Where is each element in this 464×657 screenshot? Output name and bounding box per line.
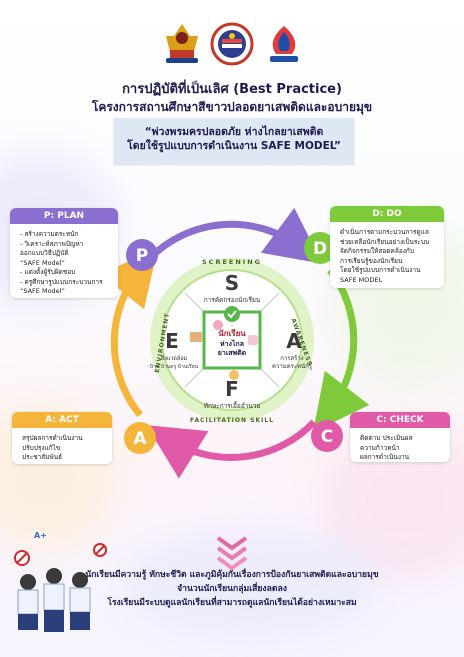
result-line-2: จำนวนนักเรียนกลุ่มเสี่ยงลดลง (177, 584, 287, 594)
check-title: C: CHECK (350, 412, 450, 428)
list-item: - สร้างความตระหนัก (20, 230, 79, 238)
safe-letter-e: E (165, 329, 179, 353)
student-skirt (18, 614, 38, 630)
student-head (20, 574, 36, 590)
list-item: SAFE MODEL (340, 275, 383, 284)
list-item: ผลการดำเนินงาน (360, 453, 410, 461)
cycle-letter-c: C (311, 420, 343, 452)
safe-label-e-1: สิ่งแวดล้อม (160, 354, 188, 362)
student-head (46, 568, 62, 584)
svg-text:P: P (136, 246, 148, 266)
list-item: - วิเคราะห์สภาพปัญหา (20, 239, 84, 248)
chevron-down-icon (216, 536, 248, 551)
plan-box: P: PLAN - สร้างความตระหนัก - วิเคราะห์สภ… (10, 208, 118, 298)
act-arc (100, 248, 158, 418)
do-box: D: DO ดำเนินการตามกระบวนการดูแล ช่วยเหลื… (330, 206, 444, 288)
house-icon (190, 332, 202, 342)
list-item: สรุปผลการดำเนินงาน (22, 434, 83, 442)
check-list: ติดตาม ประเมินผล ความก้าวหน้า ผลการดำเนิ… (360, 434, 444, 463)
safe-label-f: ทักษะการเอื้ออำนวย (204, 401, 261, 410)
list-item: ปรับปรุงแก้ไข (22, 443, 61, 452)
do-list: ดำเนินการตามกระบวนการดูแล ช่วยเหลือนักเร… (340, 228, 438, 285)
ministry-seal-icon (166, 24, 198, 63)
check-icon (224, 306, 240, 322)
page-subtitle: โครงการสถานศึกษาสีขาวปลอดยาเสพติดและอบาย… (91, 100, 373, 114)
plan-arc (147, 207, 323, 264)
results-summary: นักเรียนมีความรู้ ทักษะชีวิต และภูมิคุ้ม… (0, 568, 464, 610)
list-item: - แต่งตั้งผู้รับผิดชอบ (20, 268, 76, 276)
ring-label-screening: SCREENING (202, 258, 262, 266)
to-be-number-one-icon (270, 26, 298, 62)
pdca-cycle-diagram: P D C A SCREENING AWARENESS FACILITATION… (100, 207, 370, 570)
check-box: C: CHECK ติดตาม ประเมินผล ความก้าวหน้า ผ… (350, 412, 450, 462)
act-title: A: ACT (12, 412, 112, 428)
svg-text:D: D (313, 239, 327, 259)
safe-label-a-2: ความตระหนักรู้ (272, 363, 313, 370)
chevron-down-icon (216, 546, 248, 561)
logo-row (0, 22, 464, 68)
students-illustration: A+ (14, 531, 107, 632)
student-head (72, 572, 88, 588)
result-line-3: โรงเรียนมีระบบดูแลนักเรียนที่สามารถดูแลน… (107, 598, 357, 608)
list-item: “SAFE Model” (20, 258, 65, 267)
ring-label-facilitation: FACILITATION SKILL (190, 417, 274, 424)
check-arc (146, 419, 317, 479)
bg-blob (120, 530, 380, 640)
list-item: - ครูศึกษารูปแบบกระบวนการ (20, 277, 103, 286)
svg-text:C: C (321, 427, 333, 447)
act-list: สรุปผลการดำเนินงาน ปรับปรุงแก้ไข ประชาสั… (22, 434, 106, 463)
safe-letter-a: A (286, 329, 302, 353)
chevron-down-icon (216, 556, 248, 570)
do-arc (312, 267, 370, 433)
list-item: ความก้าวหน้า (360, 443, 400, 452)
slogan-banner: “พ่วงพรมครปลอดภัย ห่างไกลยาเสพติด โดยใช้… (114, 118, 354, 164)
student-skirt (70, 612, 90, 630)
medical-icon (248, 335, 258, 345)
grade-badge: A+ (34, 531, 47, 540)
center-label-2: ห่างไกล (220, 339, 244, 348)
slogan-line-1: “พ่วงพรมครปลอดภัย ห่างไกลยาเสพติด (144, 126, 324, 138)
cycle-letter-a: A (124, 422, 156, 454)
center-label-3: ยาเสพติด (218, 349, 247, 357)
safe-label-e-2: บ้าน บ้านครู บ้านเรียน (150, 363, 199, 370)
plan-list: - สร้างความตระหนัก - วิเคราะห์สภาพปัญหา … (20, 230, 112, 297)
center-label-1: นักเรียน (218, 328, 246, 338)
office-emblem-icon (210, 22, 254, 66)
list-item: ติดตาม ประเมินผล (360, 434, 413, 442)
svg-text:A: A (133, 429, 147, 449)
do-title: D: DO (330, 206, 444, 222)
list-item: ออกแบบวิธีปฏิบัติ (20, 249, 69, 257)
safe-label-a-1: การสร้าง (280, 355, 303, 362)
safe-label-s: การคัดกรองนักเรียน (204, 296, 261, 304)
cycle-letter-p: P (126, 239, 158, 271)
safe-letter-f: F (225, 377, 239, 401)
list-item: จัดกิจกรรมให้สอดคล้องกับ (340, 247, 414, 255)
safe-letter-s: S (225, 271, 239, 295)
plan-title: P: PLAN (10, 208, 118, 224)
gift-icon (229, 370, 239, 380)
result-line-1: นักเรียนมีความรู้ ทักษะชีวิต และภูมิคุ้ม… (85, 570, 379, 580)
student-shorts (44, 610, 64, 632)
act-box: A: ACT สรุปผลการดำเนินงาน ปรับปรุงแก้ไข … (12, 412, 112, 464)
cycle-letter-d: D (304, 232, 336, 264)
slogan-line-2: โดยใช้รูปแบบการดำเนินงาน SAFE MODEL” (127, 140, 341, 152)
page-title: การปฏิบัติที่เป็นเลิศ (Best Practice) (122, 82, 342, 97)
list-item: “SAFE Model” (20, 287, 65, 295)
student-icon (213, 320, 223, 330)
list-item: ช่วยเหลือนักเรียนอย่างเป็นระบบ (340, 237, 430, 246)
list-item: โดยใช้รูปแบบการดำเนินงาน (340, 266, 421, 274)
list-item: การเรียนรู้ของนักเรียน (340, 256, 403, 265)
list-item: ดำเนินการตามกระบวนการดูแล (340, 228, 429, 236)
list-item: ประชาสัมพันธ์ (22, 453, 63, 461)
